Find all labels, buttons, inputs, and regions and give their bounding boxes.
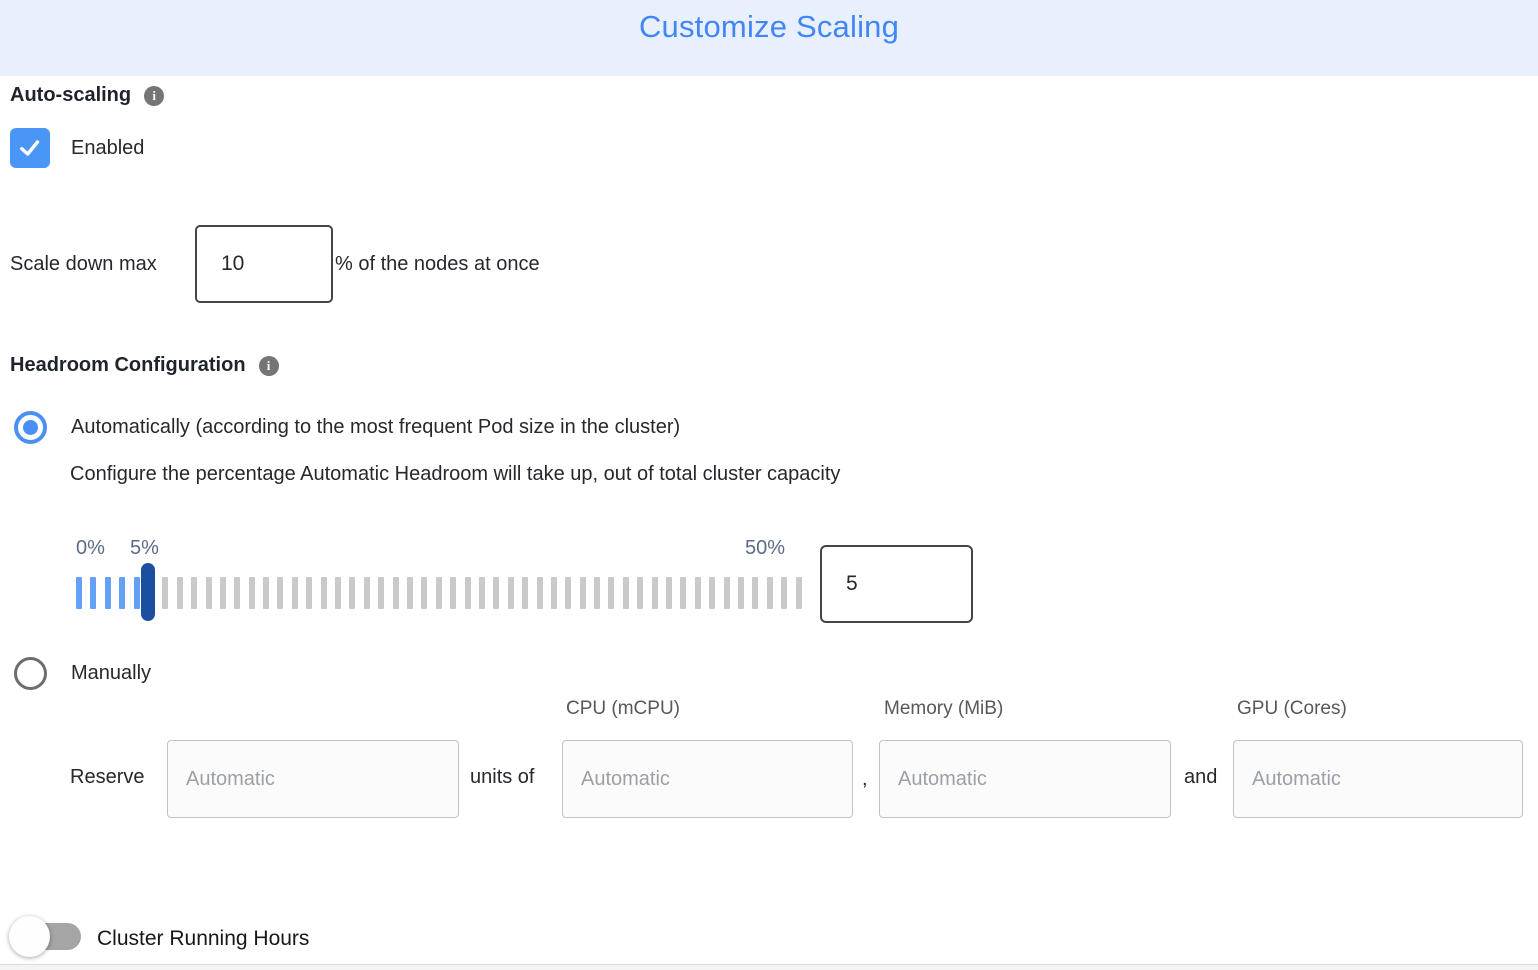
slider-tick[interactable] xyxy=(378,577,385,609)
slider-tick[interactable] xyxy=(493,577,500,609)
slider-tick[interactable] xyxy=(320,577,327,609)
slider-tick[interactable] xyxy=(435,577,442,609)
info-icon[interactable]: i xyxy=(258,355,279,376)
enabled-checkbox[interactable] xyxy=(10,128,50,168)
radio-dot xyxy=(23,420,38,435)
headroom-auto-option-row: Automatically (according to the most fre… xyxy=(14,411,680,444)
slider-tick[interactable] xyxy=(752,577,759,609)
slider-tick[interactable] xyxy=(219,577,226,609)
slider-tick[interactable] xyxy=(781,577,788,609)
slider-tick[interactable] xyxy=(608,577,615,609)
slider-tick[interactable] xyxy=(637,577,644,609)
reserve-memory-input[interactable] xyxy=(879,740,1171,818)
reserve-gpu-input[interactable] xyxy=(1233,740,1523,818)
scale-down-row: Scale down max % of the nodes at once xyxy=(10,225,540,303)
slider-tick[interactable] xyxy=(176,577,183,609)
slider-tick[interactable] xyxy=(277,577,284,609)
headroom-slider-ticks xyxy=(76,577,802,609)
comma-separator: , xyxy=(862,768,868,790)
slider-tick[interactable] xyxy=(694,577,701,609)
reserve-units-input[interactable] xyxy=(167,740,459,818)
bottom-strip xyxy=(0,965,1538,970)
slider-tick[interactable] xyxy=(478,577,485,609)
headroom-percentage-input[interactable] xyxy=(820,545,973,623)
headroom-section-label: Headroom Configuration i xyxy=(10,354,279,377)
headroom-auto-description: Configure the percentage Automatic Headr… xyxy=(70,463,841,485)
enabled-label: Enabled xyxy=(71,136,145,159)
slider-tick[interactable] xyxy=(622,577,629,609)
gpu-column-header: GPU (Cores) xyxy=(1237,698,1347,719)
slider-tick[interactable] xyxy=(90,577,97,609)
manually-radio[interactable] xyxy=(14,657,47,690)
units-of-label: units of xyxy=(470,766,535,788)
scale-down-suffix: % of the nodes at once xyxy=(335,252,540,275)
memory-column-header: Memory (MiB) xyxy=(884,698,1004,719)
slider-max-label: 50% xyxy=(745,537,786,559)
slider-tick[interactable] xyxy=(450,577,457,609)
and-label: and xyxy=(1184,766,1218,788)
slider-tick[interactable] xyxy=(550,577,557,609)
slider-tick[interactable] xyxy=(723,577,730,609)
slider-tick[interactable] xyxy=(522,577,529,609)
automatically-radio[interactable] xyxy=(14,411,47,444)
page-title: Customize Scaling xyxy=(638,9,900,44)
slider-tick[interactable] xyxy=(119,577,126,609)
slider-tick[interactable] xyxy=(205,577,212,609)
slider-tick[interactable] xyxy=(421,577,428,609)
slider-tick[interactable] xyxy=(162,577,169,609)
slider-tick[interactable] xyxy=(737,577,744,609)
slider-tick[interactable] xyxy=(464,577,471,609)
slider-tick[interactable] xyxy=(536,577,543,609)
slider-tick[interactable] xyxy=(363,577,370,609)
cpu-column-header: CPU (mCPU) xyxy=(566,698,680,719)
headroom-manual-option-row: Manually xyxy=(14,657,151,690)
cluster-running-hours-label: Cluster Running Hours xyxy=(97,927,310,950)
slider-tick[interactable] xyxy=(666,577,673,609)
slider-tick[interactable] xyxy=(263,577,270,609)
slider-tick[interactable] xyxy=(406,577,413,609)
slider-tick[interactable] xyxy=(133,577,140,609)
slider-tick[interactable] xyxy=(306,577,313,609)
automatically-label: Automatically (according to the most fre… xyxy=(71,416,681,438)
auto-scaling-enabled-row: Enabled xyxy=(10,128,144,168)
slider-current-label: 5% xyxy=(130,537,159,559)
slider-tick[interactable] xyxy=(680,577,687,609)
headroom-percentage-slider[interactable] xyxy=(76,563,806,621)
dialog-header: Customize Scaling xyxy=(0,0,1538,76)
slider-tick[interactable] xyxy=(795,577,802,609)
bottom-divider xyxy=(0,964,1538,965)
slider-tick[interactable] xyxy=(579,577,586,609)
slider-tick[interactable] xyxy=(651,577,658,609)
manually-label: Manually xyxy=(71,662,152,684)
scale-down-label: Scale down max xyxy=(10,252,157,275)
slider-tick[interactable] xyxy=(709,577,716,609)
slider-tick[interactable] xyxy=(291,577,298,609)
slider-tick[interactable] xyxy=(349,577,356,609)
headroom-label: Headroom Configuration xyxy=(10,354,246,376)
reserve-label: Reserve xyxy=(70,766,145,788)
slider-tick[interactable] xyxy=(248,577,255,609)
slider-min-label: 0% xyxy=(76,537,105,559)
info-icon[interactable]: i xyxy=(144,85,165,106)
auto-scaling-label: Auto-scaling xyxy=(10,84,132,106)
slider-handle[interactable] xyxy=(141,563,155,621)
auto-scaling-section-label: Auto-scaling i xyxy=(10,84,165,107)
slider-tick[interactable] xyxy=(335,577,342,609)
slider-tick[interactable] xyxy=(565,577,572,609)
slider-tick[interactable] xyxy=(104,577,111,609)
slider-tick[interactable] xyxy=(507,577,514,609)
slider-tick[interactable] xyxy=(191,577,198,609)
checkmark-icon xyxy=(20,140,40,156)
toggle-knob[interactable] xyxy=(9,916,50,957)
slider-tick[interactable] xyxy=(594,577,601,609)
scale-down-max-input[interactable] xyxy=(195,225,333,303)
slider-tick[interactable] xyxy=(76,577,82,609)
slider-tick[interactable] xyxy=(392,577,399,609)
slider-tick[interactable] xyxy=(766,577,773,609)
slider-tick[interactable] xyxy=(234,577,241,609)
reserve-cpu-input[interactable] xyxy=(562,740,853,818)
